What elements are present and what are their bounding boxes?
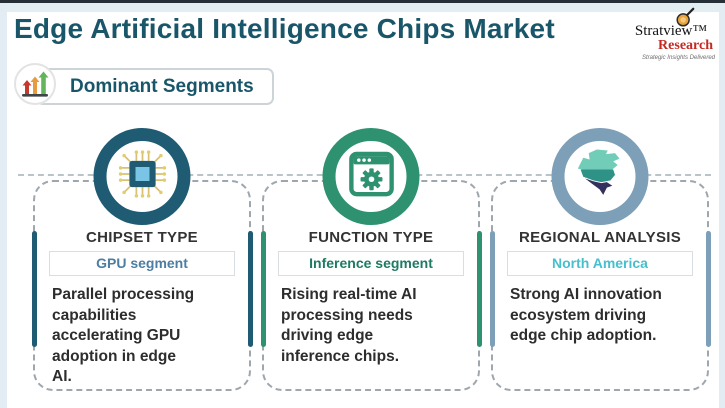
card-accent-bar xyxy=(476,231,482,347)
card-description: Parallel processing capabilities acceler… xyxy=(52,286,195,386)
logo-brand-sub: Research xyxy=(658,38,713,53)
logo-brand-name: Stratview™ xyxy=(634,23,708,39)
logo-tagline: Strategic Insights Delivered xyxy=(641,55,715,61)
card-accent-bar xyxy=(260,231,266,347)
chip-icon-ring xyxy=(93,128,191,225)
stratview-research-logo: Stratview™ Research Strategic Insights D… xyxy=(626,7,716,64)
chip-icon xyxy=(114,146,170,207)
magnifier-icon xyxy=(674,7,696,34)
card-description: Rising real-time AI processing needs dri… xyxy=(281,286,417,365)
card-category-label: REGIONAL ANALYSIS xyxy=(518,229,682,246)
right-edge-strip xyxy=(719,3,725,408)
page-title: Edge Artificial Intelligence Chips Marke… xyxy=(14,13,555,44)
card-accent-bar xyxy=(31,231,37,347)
window-gear-icon-ring xyxy=(322,128,420,225)
north-america-map-icon-ring xyxy=(551,128,649,225)
card-description: Strong AI innovation ecosystem driving e… xyxy=(510,286,662,345)
north-america-map-icon xyxy=(571,145,629,208)
left-edge-strip xyxy=(0,3,7,408)
growth-arrows-icon xyxy=(14,63,56,105)
segment-value: Inference segment xyxy=(309,255,433,271)
window-gear-icon xyxy=(343,146,399,207)
card-accent-bar xyxy=(489,231,495,347)
segment-value: North America xyxy=(552,255,648,271)
card-function-type: FUNCTION TYPE Inference segment Rising r… xyxy=(260,128,482,391)
card-category-label: FUNCTION TYPE xyxy=(308,229,434,246)
card-accent-bar xyxy=(247,231,253,347)
segment-value: GPU segment xyxy=(96,255,188,271)
segment-value-box: Inference segment xyxy=(278,251,464,276)
card-category-label: CHIPSET TYPE xyxy=(86,229,198,246)
card-accent-bar xyxy=(705,231,711,347)
dominant-segments-label: Dominant Segments xyxy=(36,68,274,105)
card-chipset-type: CHIPSET TYPE GPU segment Parallel proces… xyxy=(31,128,253,391)
card-regional-analysis: REGIONAL ANALYSIS North America Strong A… xyxy=(489,128,711,391)
segment-value-box: GPU segment xyxy=(49,251,235,276)
segment-value-box: North America xyxy=(507,251,693,276)
bottom-edge-strip xyxy=(0,3,725,12)
